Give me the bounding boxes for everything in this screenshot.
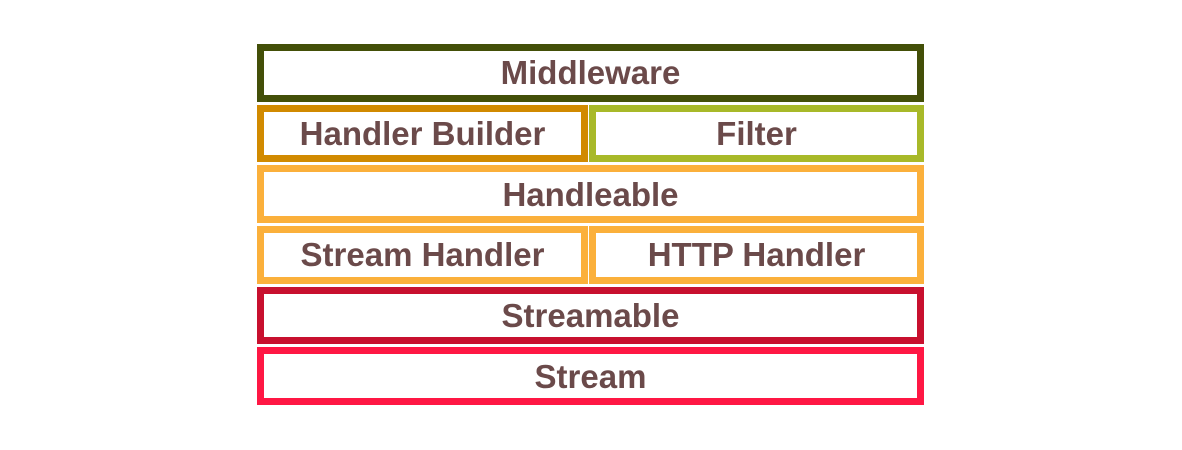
layer-streamable: Streamable	[257, 286, 924, 345]
layer-row-middleware: Middleware	[257, 44, 924, 102]
layer-http-handler: HTTP Handler	[589, 226, 924, 284]
layer-row-handler-builder-filter: Handler Builder Filter	[257, 104, 924, 163]
layer-middleware: Middleware	[257, 44, 924, 102]
layer-handleable: Handleable	[257, 165, 924, 224]
layer-filter: Filter	[589, 104, 924, 163]
layer-row-handleable: Handleable	[257, 165, 924, 224]
layer-row-streamable: Streamable	[257, 286, 924, 345]
layer-stream-handler: Stream Handler	[257, 226, 588, 284]
architecture-stack-diagram: Middleware Handler Builder Filter Handle…	[257, 44, 924, 406]
layer-row-stream-http-handler: Stream Handler HTTP Handler	[257, 226, 924, 284]
layer-row-stream: Stream	[257, 347, 924, 406]
layer-stream: Stream	[257, 347, 924, 406]
layer-handler-builder: Handler Builder	[257, 104, 588, 163]
